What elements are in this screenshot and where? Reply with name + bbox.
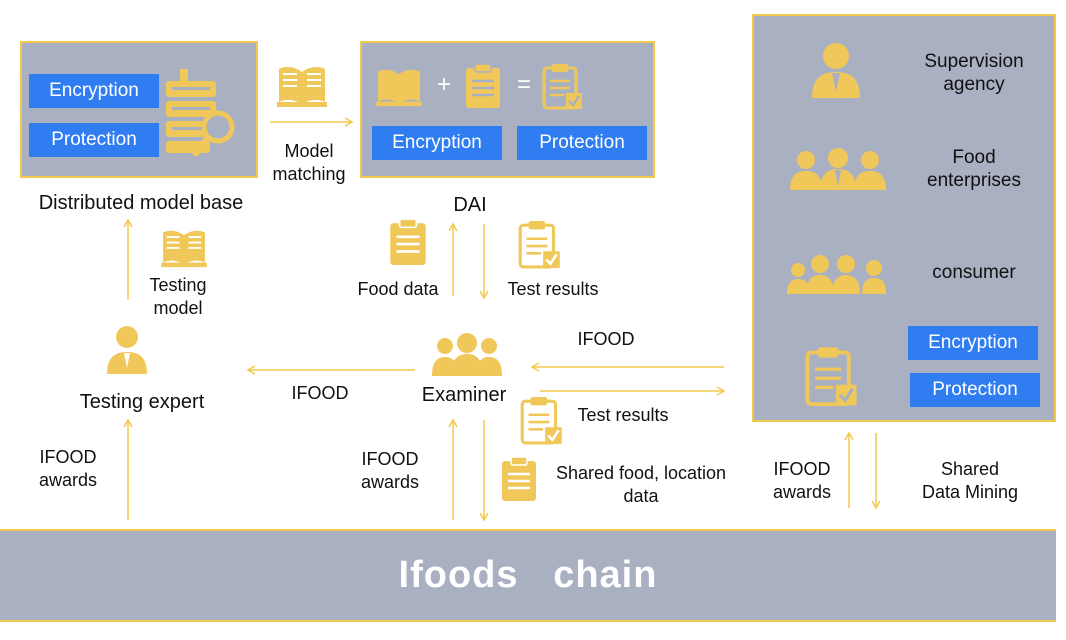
label-food-data: Food data <box>357 279 439 299</box>
books-search-icon <box>166 69 235 157</box>
clipboard-icon-dai <box>466 63 500 108</box>
clipboard-icon-shared-food <box>502 456 536 501</box>
examiner-group-icon <box>432 333 502 376</box>
label-ifood-awards-right: IFOOD awards <box>772 459 832 502</box>
label-model-matching: Model matching <box>272 141 346 184</box>
consumer-group-icon <box>787 255 886 294</box>
label-examiner: Examiner <box>421 384 507 406</box>
supervisor-icon <box>812 43 860 98</box>
label-food-enterprises: Food enterprises <box>927 147 1021 191</box>
stakeholders-panel: Supervision agency Food enterprises cons… <box>752 14 1056 422</box>
checklist-icon-test-results-right <box>520 397 562 445</box>
label-ifood-to-examiner: IFOOD <box>577 329 635 349</box>
checklist-icon-stakeholders <box>805 347 857 407</box>
label-shared-food-location: Shared food, location data <box>555 463 727 506</box>
dai-equals-sign: = <box>516 71 531 98</box>
model-base-encryption-badge: Encryption <box>29 74 159 108</box>
dai-caption: DAI <box>453 194 487 216</box>
label-ifood-to-expert: IFOOD <box>291 383 349 403</box>
clipboard-icon-food-data <box>390 218 426 265</box>
label-testing-model: Testing model <box>149 275 207 318</box>
label-testing-expert: Testing expert <box>79 391 205 413</box>
model-base-panel: Encryption Protection <box>20 41 258 178</box>
label-consumer: consumer <box>932 262 1016 283</box>
label-supervision-agency: Supervision agency <box>924 51 1024 95</box>
label-ifood-awards-left: IFOOD awards <box>38 447 98 490</box>
model-base-protection-badge: Protection <box>29 123 159 157</box>
checklist-icon-test-results-top <box>518 221 560 269</box>
book-icon-dai <box>376 69 422 107</box>
chain-title: Ifoods chain <box>398 554 658 596</box>
book-icon-testing-model <box>161 230 207 268</box>
model-base-caption: Distributed model base <box>38 192 244 214</box>
testing-expert-icon <box>107 326 147 374</box>
dai-protection-badge: Protection <box>517 126 647 160</box>
label-test-results-right: Test results <box>577 405 669 425</box>
stakeholders-protection-badge: Protection <box>910 373 1040 407</box>
checklist-icon-dai <box>542 64 582 110</box>
dai-plus-sign: + <box>436 71 451 98</box>
label-test-results-top: Test results <box>507 279 599 299</box>
dai-panel: + = Encryption Protection <box>360 41 655 178</box>
label-ifood-awards-mid: IFOOD awards <box>360 449 420 492</box>
book-icon-model-matching <box>277 67 327 107</box>
dai-encryption-badge: Encryption <box>372 126 502 160</box>
label-shared-data-mining: Shared Data Mining <box>921 459 1019 502</box>
enterprise-group-icon <box>790 148 886 190</box>
ifoods-chain-bar: Ifoods chain <box>0 529 1056 622</box>
stakeholders-encryption-badge: Encryption <box>908 326 1038 360</box>
